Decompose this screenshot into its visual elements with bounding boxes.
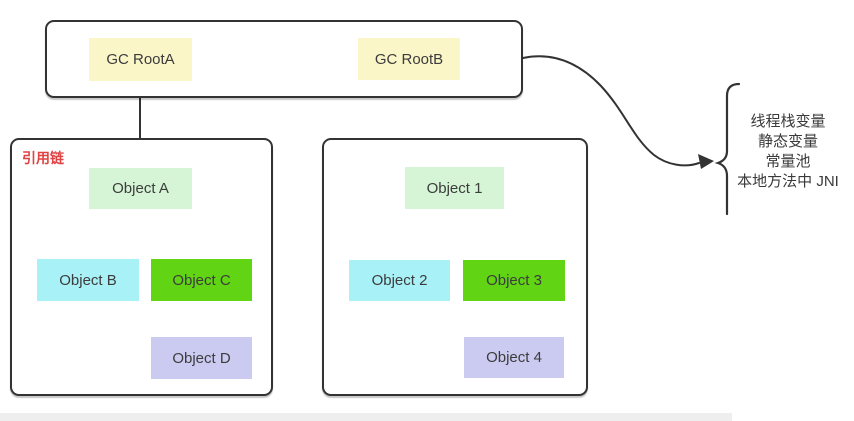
object-b-node: Object B (37, 259, 139, 301)
object-d-node: Object D (151, 337, 252, 379)
bottom-gray-bar (0, 413, 732, 421)
legend-line-jni: 本地方法中 JNI (737, 173, 839, 190)
arrowhead-legend (698, 154, 714, 169)
object-a-node: Object A (89, 168, 192, 209)
object-1-node: Object 1 (405, 167, 504, 209)
object-c-node: Object C (151, 259, 252, 301)
legend-line-thread-stack: 线程栈变量 (750, 113, 826, 130)
gc-root-b-node: GC RootB (358, 38, 460, 80)
object-4-node: Object 4 (464, 337, 564, 378)
legend-line-constant-pool: 常量池 (765, 153, 811, 170)
reference-chain-label: 引用链 (22, 150, 64, 166)
object-2-node: Object 2 (349, 260, 450, 301)
gc-root-a-node: GC RootA (89, 38, 192, 81)
object-3-node: Object 3 (463, 260, 565, 301)
legend-line-static-vars: 静态变量 (757, 133, 818, 150)
gc-roots-legend: 线程栈变量 静态变量 常量池 本地方法中 JNI (722, 112, 854, 192)
